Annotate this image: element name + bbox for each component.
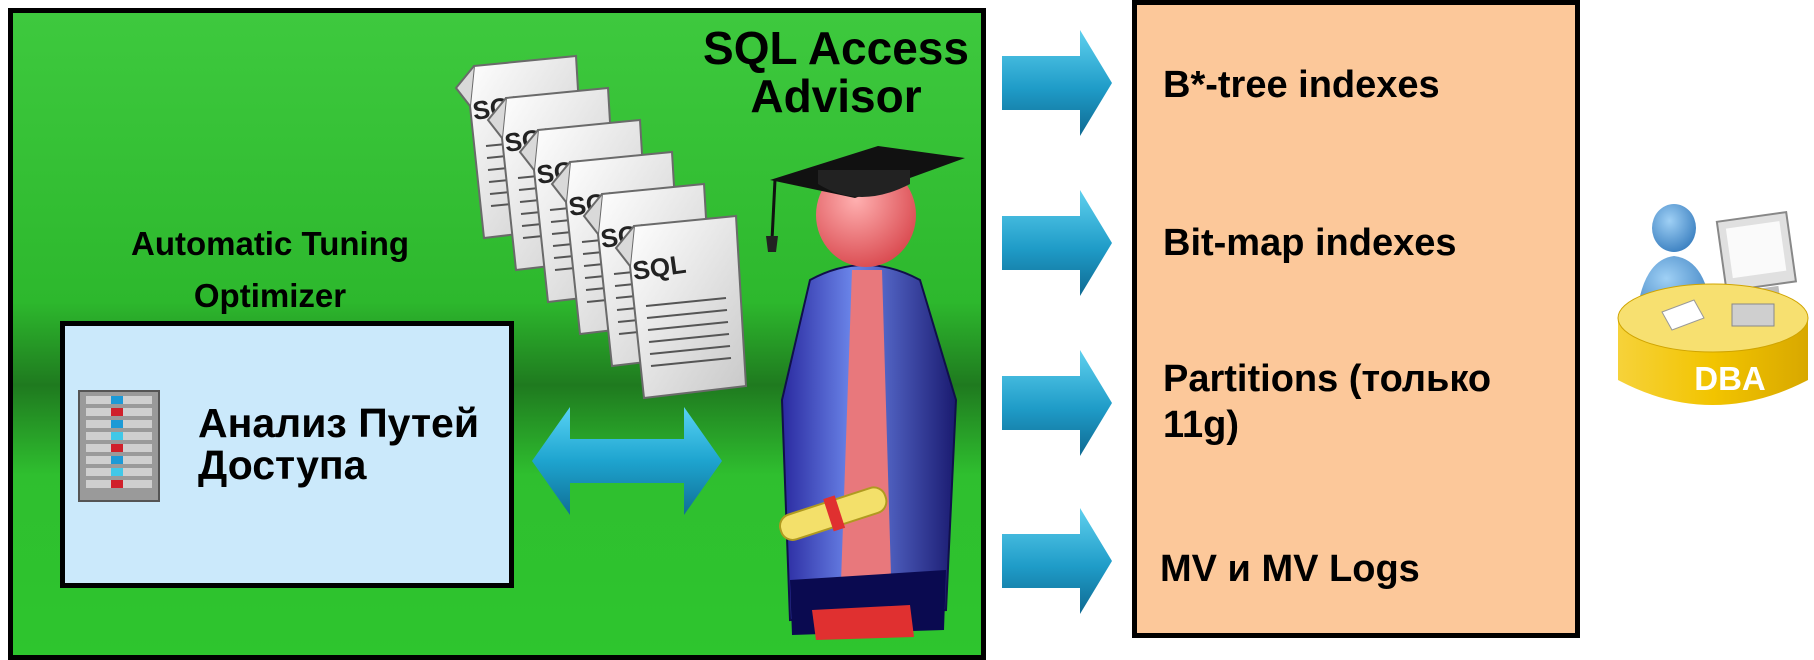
sql-document-icon: SQL xyxy=(615,215,747,399)
option-line: MV и MV Logs xyxy=(1160,548,1420,590)
double-arrow-icon xyxy=(532,407,722,515)
analysis-label-line-2: Доступа xyxy=(198,442,367,488)
advisor-title-line-1: SQL Access xyxy=(703,22,969,74)
right-arrow-icon xyxy=(1002,508,1112,614)
optimizer-label-line-1: Automatic Tuning xyxy=(130,225,410,262)
analysis-label-line-1: Анализ Путей xyxy=(198,400,480,446)
option-partitions: Partitions (только 11g) xyxy=(1163,356,1593,448)
right-arrow-icon xyxy=(1002,190,1112,296)
option-line: B*-tree indexes xyxy=(1163,64,1440,106)
right-arrow-icon xyxy=(1002,350,1112,456)
dba-label: DBA xyxy=(1694,360,1766,397)
option-line: Partitions (только xyxy=(1163,358,1492,400)
option-line: Bit-map indexes xyxy=(1163,222,1457,264)
recommendation-options-box xyxy=(1132,0,1580,638)
optimizer-label: Automatic Tuning Optimizer xyxy=(90,218,450,322)
svg-text:SQL: SQL xyxy=(631,249,688,286)
graduate-figure-icon xyxy=(766,146,965,640)
advisor-title: SQL Access Advisor xyxy=(686,24,986,120)
server-rack-icon xyxy=(78,390,160,502)
right-arrow-icon xyxy=(1002,30,1112,136)
advisor-title-line-2: Advisor xyxy=(750,70,922,122)
sql-document-stack: SQL SQL SQL SQL SQL SQL xyxy=(455,55,747,399)
option-btree-indexes: B*-tree indexes xyxy=(1163,62,1593,108)
option-line: 11g) xyxy=(1163,404,1240,446)
option-mv-logs: MV и MV Logs xyxy=(1160,546,1590,592)
optimizer-label-line-2: Optimizer xyxy=(193,277,347,314)
option-bitmap-indexes: Bit-map indexes xyxy=(1163,220,1593,266)
analysis-label: Анализ Путей Доступа xyxy=(198,402,479,486)
dba-workstation-icon xyxy=(1617,204,1809,405)
